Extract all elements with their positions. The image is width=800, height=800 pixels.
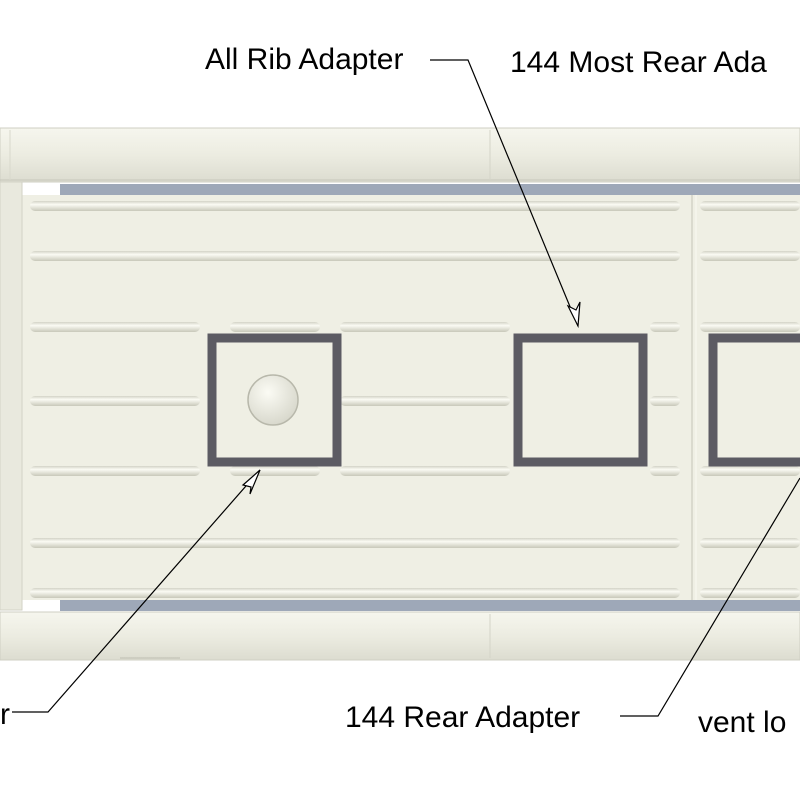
panel-ribs — [30, 201, 800, 598]
arrowhead-all-rib — [566, 301, 581, 329]
bottom-rail — [0, 611, 800, 661]
top-blue-strip — [60, 184, 800, 195]
leader-lines — [12, 59, 800, 717]
adapter-left — [207, 333, 342, 467]
bottom-blue-strip — [60, 600, 800, 611]
leader-all-rib — [430, 59, 579, 327]
label-144-most-rear-adapter: 144 Most Rear Ada — [510, 46, 767, 79]
leader-left-adapter — [12, 469, 261, 713]
adapter-knob — [247, 374, 299, 426]
label-all-rib-adapter: All Rib Adapter — [205, 43, 404, 76]
adapter-most-rear — [513, 333, 648, 467]
top-rail — [0, 127, 800, 183]
leader-rear-adapter — [620, 477, 800, 717]
adapter-rear — [708, 333, 800, 467]
label-left-adapter-fragment: r — [0, 698, 10, 731]
label-144-rear-adapter: 144 Rear Adapter — [345, 701, 581, 734]
label-vent-fragment: vent lo — [698, 706, 787, 739]
arrowhead-left-adapter — [241, 469, 261, 495]
